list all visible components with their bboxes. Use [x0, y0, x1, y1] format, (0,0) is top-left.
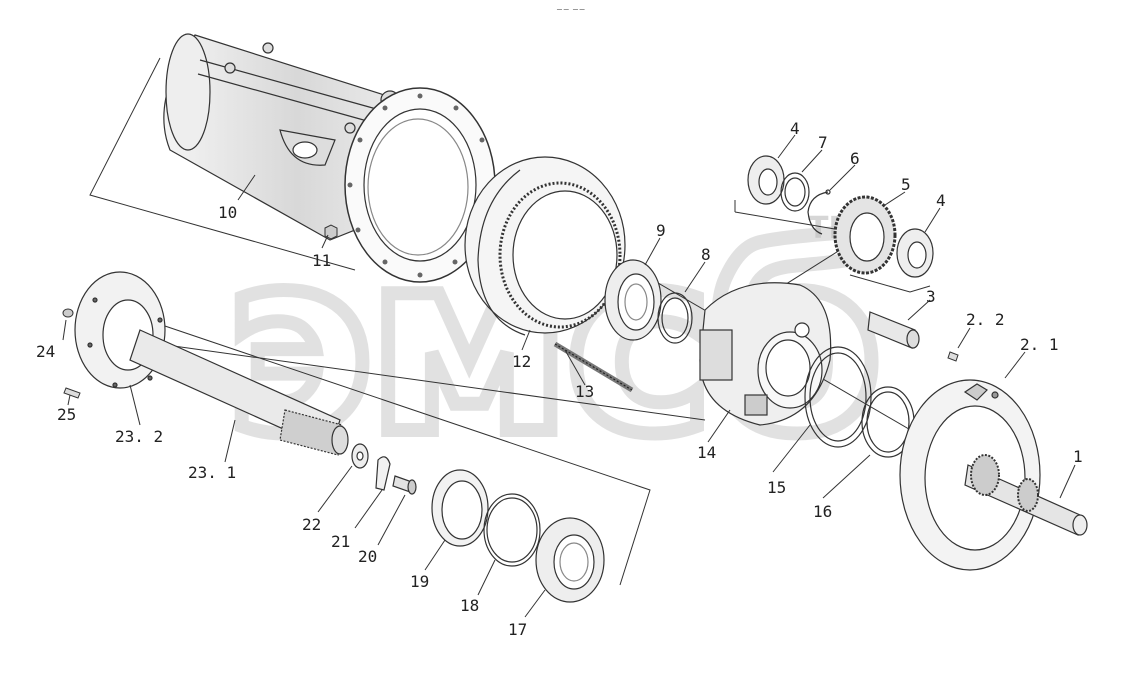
ring-gear: [464, 156, 626, 336]
label-14: 14: [697, 443, 716, 462]
part-17-roller-bearing: [535, 517, 605, 603]
label-9: 9: [656, 221, 666, 240]
part-25-screw: [63, 387, 81, 399]
part-14-planet-carrier: [699, 282, 832, 426]
label-18: 18: [460, 596, 479, 615]
part-2-2-dowel: [947, 351, 959, 362]
part-22-washer: [351, 443, 369, 469]
part-labels: 10 11 12 13 9 8 14 15 16 4 7 6 5 4 3 2. …: [36, 119, 1083, 639]
label-8: 8: [701, 245, 711, 264]
part-19-seal: [431, 469, 489, 547]
label-24: 24: [36, 342, 55, 361]
label-15: 15: [767, 478, 786, 497]
part-13-stud: [553, 341, 634, 393]
part-1-input-shaft: [964, 454, 1088, 536]
label-4b: 4: [936, 191, 946, 210]
label-3: 3: [926, 287, 936, 306]
part-18-ring: [483, 493, 541, 567]
label-2-2: 2. 2: [966, 310, 1005, 329]
label-19: 19: [410, 572, 429, 591]
part-7-spacer: [780, 172, 810, 212]
label-23-1: 23. 1: [188, 463, 236, 482]
part-4-bearing-b: [896, 228, 934, 278]
label-13: 13: [575, 382, 594, 401]
label-25: 25: [57, 405, 76, 424]
part-5-planet-gear: [833, 195, 897, 275]
part-23-2-flange: [74, 271, 166, 389]
label-4a: 4: [790, 119, 800, 138]
part-15-thrust-washer: [804, 346, 872, 448]
part-3-planet-pin: [867, 311, 920, 349]
part-6-snap-ring: [807, 189, 831, 235]
label-10: 10: [218, 203, 237, 222]
label-11: 11: [312, 251, 331, 270]
part-24-screw: [62, 308, 74, 318]
label-12: 12: [512, 352, 531, 371]
header-mark: −− −−: [556, 5, 585, 14]
part-23-1-axle-shaft: [129, 329, 349, 456]
label-23-2: 23. 2: [115, 427, 163, 446]
label-2-1: 2. 1: [1020, 335, 1059, 354]
label-6: 6: [850, 149, 860, 168]
label-5: 5: [901, 175, 911, 194]
label-16: 16: [813, 502, 832, 521]
part-21-lock-plate: [375, 456, 391, 491]
part-9-bearing: [604, 259, 662, 341]
part-4-bearing-a: [747, 155, 785, 205]
part-20-bolt: [392, 475, 417, 495]
label-22: 22: [302, 515, 321, 534]
label-21: 21: [331, 532, 350, 551]
label-7: 7: [818, 133, 828, 152]
housing-bolt-holes: [347, 93, 493, 278]
leader-lines: [62, 134, 1076, 618]
label-1: 1: [1073, 447, 1083, 466]
label-20: 20: [358, 547, 377, 566]
label-17: 17: [508, 620, 527, 639]
axle-housing: [163, 33, 496, 283]
part-8-ring: [657, 292, 693, 344]
